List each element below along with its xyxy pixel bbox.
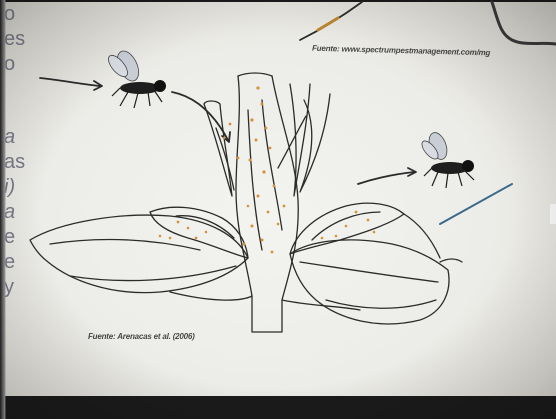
- flower-column: [236, 76, 298, 332]
- arrow-icon: [358, 172, 414, 184]
- lower-petal-right: [290, 240, 449, 324]
- arrow-icon: [172, 92, 228, 140]
- pollen-dots: [159, 86, 376, 253]
- annotation-line: [440, 184, 512, 224]
- upper-petal-left: [204, 104, 232, 196]
- fly-icon: [105, 48, 166, 108]
- source-credit: Fuente: Arenacas et al. (2006): [88, 332, 195, 341]
- photo-border: [0, 396, 556, 419]
- projector-glare: [550, 204, 556, 224]
- fly-icon: [419, 130, 474, 188]
- photo-border: [0, 0, 6, 419]
- arrow-icon: [40, 78, 100, 86]
